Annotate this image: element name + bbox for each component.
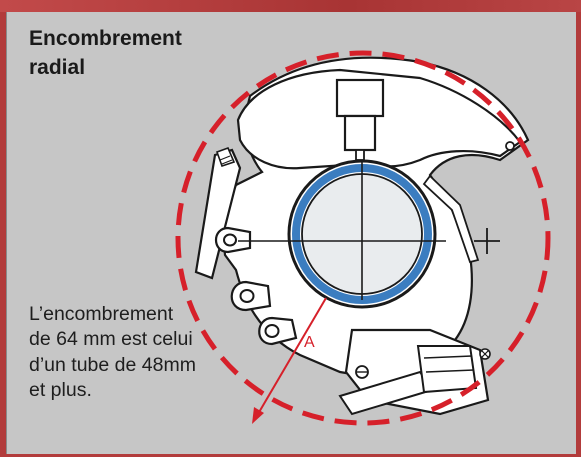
dashed-envelope-circle-icon [175,50,551,426]
lug-hole-3 [264,324,280,338]
caption-line-2: de 64 mm est celui [29,328,193,351]
title-line-2: radial [29,56,86,79]
lug-hole-2 [239,289,255,303]
caption-line-1: L’encombrement [29,303,174,325]
caption-line-3: d’un tube de 48mm [29,353,196,376]
title-line-1: Encombrement [29,27,182,50]
right-flange [422,174,480,264]
dimension-label: A [304,334,315,351]
lug-hole-1 [223,233,237,247]
pivot-screw-top [505,141,515,151]
dimension-arrow-icon [257,297,327,415]
connector-stem [343,114,377,152]
dimension-arrowhead [252,407,264,424]
diagram-caption: L’encombrement de 64 mm est celui d’un t… [29,302,289,403]
diagram-title: Encombrement radial [29,24,249,82]
clamp-hood [236,68,522,170]
connector-block [335,78,385,118]
header-band [0,0,581,12]
bottom-block [416,345,478,394]
connector-pin [355,149,365,161]
caption-line-4: et plus. [29,378,92,401]
